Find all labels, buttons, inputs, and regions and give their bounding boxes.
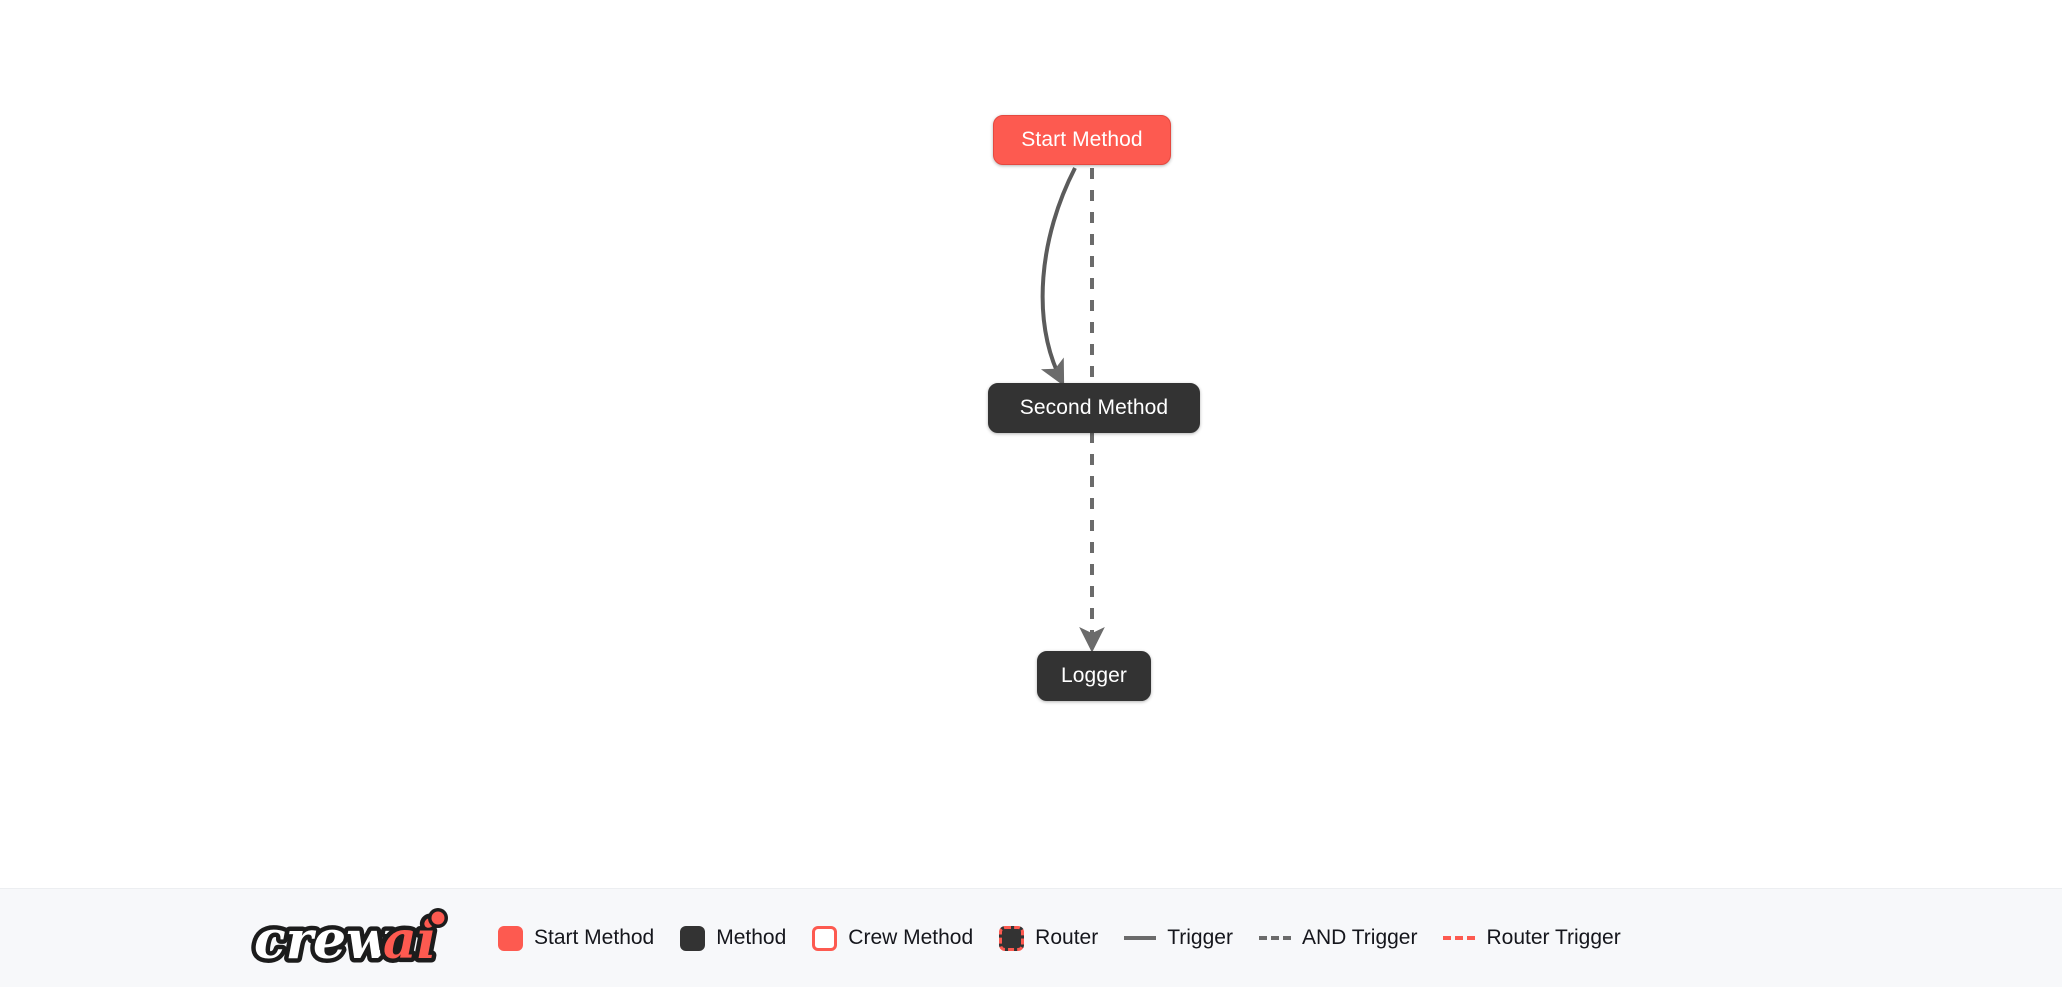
- flow-node-start-method[interactable]: Start Method: [993, 115, 1171, 165]
- edge-trigger-start-to-second: [1040, 167, 1077, 387]
- crewai-logo: crew crew ai ai: [250, 903, 466, 973]
- crew-method-swatch: [812, 925, 838, 951]
- crewai-logo-dot: [431, 911, 445, 925]
- flow-node-second-method[interactable]: Second Method: [988, 383, 1200, 433]
- legend-item-method[interactable]: Method: [680, 925, 787, 951]
- legend-item-label: Start Method: [534, 926, 655, 949]
- legend-item-label: Crew Method: [848, 926, 974, 949]
- legend-item-label: Router Trigger: [1486, 926, 1621, 949]
- legend-bar: crew crew ai ai Start Method Method: [0, 888, 2062, 987]
- legend-items: Start Method Method Crew Method Router T…: [498, 925, 1647, 951]
- method-swatch: [680, 925, 706, 951]
- flow-node-label: Start Method: [1021, 128, 1143, 151]
- legend-item-start-method[interactable]: Start Method: [498, 925, 655, 951]
- flow-node-logger[interactable]: Logger: [1037, 651, 1151, 701]
- legend-item-label: Trigger: [1167, 926, 1233, 949]
- legend-item-router-trigger[interactable]: Router Trigger: [1443, 926, 1621, 950]
- trigger-line-swatch: [1124, 936, 1157, 940]
- legend-item-trigger[interactable]: Trigger: [1124, 926, 1233, 950]
- legend-item-label: Router: [1035, 926, 1099, 949]
- router-swatch: [999, 925, 1025, 951]
- start-method-swatch: [498, 925, 523, 951]
- flow-canvas[interactable]: Start Method Second Method Logger: [0, 0, 2062, 888]
- flow-node-label: Logger: [1061, 664, 1127, 687]
- legend-item-and-trigger[interactable]: AND Trigger: [1258, 926, 1418, 950]
- legend-item-crew-method[interactable]: Crew Method: [812, 925, 974, 951]
- legend-item-label: Method: [716, 926, 787, 949]
- crewai-logo-text-crew: crew: [254, 910, 393, 971]
- flow-edges-layer: [1040, 167, 1105, 653]
- flow-node-label: Second Method: [1019, 396, 1169, 419]
- router-trigger-line-swatch: [1443, 936, 1476, 940]
- legend-item-label: AND Trigger: [1301, 926, 1418, 949]
- and-trigger-line-swatch: [1258, 936, 1291, 940]
- crewai-logo-fill-ai: ai: [383, 910, 436, 971]
- crewai-logo-fill-crew: crew: [254, 910, 393, 971]
- legend-item-router[interactable]: Router: [999, 925, 1099, 951]
